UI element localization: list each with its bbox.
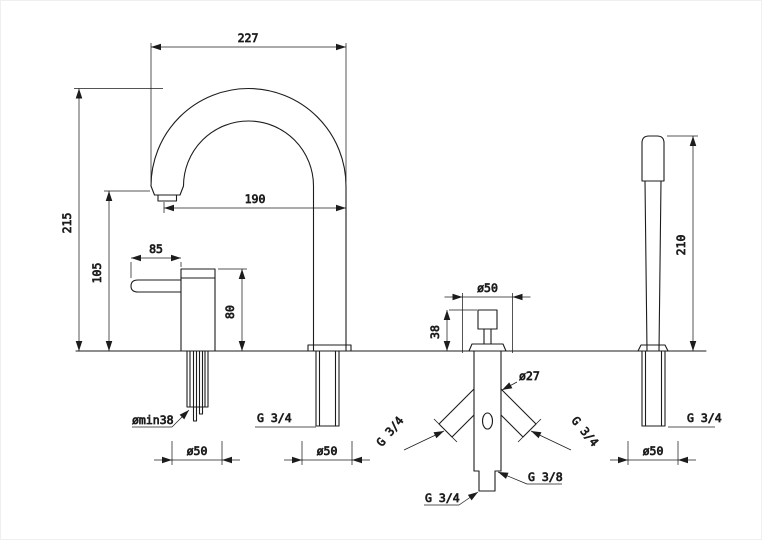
- dim-shower-deck-hole: ø50: [610, 441, 696, 465]
- shower-deck-hole-label: ø50: [643, 444, 664, 458]
- handle-shank: [186, 350, 209, 408]
- handle-min-hole-label: ømin38: [132, 413, 174, 427]
- diverter-knob-height-label: 38: [428, 325, 442, 339]
- fixture-outlines: [75, 87, 707, 492]
- callout-spout-thread: G 3/4: [255, 411, 316, 428]
- dimension-lines: 227 190 215 105 85 8: [60, 31, 722, 506]
- leader-line: [530, 430, 572, 451]
- handle-deck-hole-label: ø50: [187, 444, 208, 458]
- dim-lever-length: 85: [130, 242, 182, 278]
- dim-spout-width-label: 227: [238, 31, 259, 45]
- dim-handle-deck-hole: ø50: [154, 441, 240, 465]
- handle-body: [180, 268, 216, 352]
- dim-spout-reach: 190: [163, 192, 346, 213]
- spout-inner-profile: [179, 120, 315, 352]
- diverter-top-diameter-label: ø50: [477, 281, 498, 295]
- shower-grip: [641, 135, 665, 182]
- diverter-bottom-port-label: G 3/4: [425, 491, 460, 505]
- handle-supply-hoses: [192, 350, 204, 422]
- leader-line: [497, 471, 528, 485]
- diverter-flange: [468, 343, 507, 352]
- spout: [150, 87, 352, 427]
- diverter-left-port-tube: [438, 388, 475, 438]
- diverter-body: [473, 350, 502, 472]
- face-extension-lines: [433, 418, 458, 443]
- spout-aerator: [157, 194, 178, 202]
- diverter-bottom-pipe: [473, 470, 502, 492]
- shower-shank: [641, 350, 666, 427]
- dim-diverter-knob-height: 38: [428, 309, 477, 351]
- spout-base-flange: [307, 344, 352, 352]
- hand-shower: [637, 135, 669, 427]
- diverter-right-port-tube: [500, 388, 537, 438]
- spout-shank-threads: [318, 350, 337, 427]
- dim-spout-height: 215: [60, 88, 163, 351]
- shower-thread-label: G 3/4: [687, 411, 722, 425]
- leader-line: [501, 381, 518, 391]
- callout-shower-thread: G 3/4: [668, 411, 722, 428]
- diverter-stem: [483, 328, 492, 345]
- dim-shower-height: 210: [667, 135, 698, 351]
- diverter-bottom-side-port-label: G 3/8: [528, 470, 563, 484]
- diverter: [438, 309, 537, 492]
- callout-diverter-bottom-side-port: G 3/8: [497, 470, 563, 485]
- dim-lever-length-label: 85: [149, 242, 163, 256]
- shower-height-label: 210: [674, 235, 688, 256]
- handle-shank-threads: [189, 350, 206, 408]
- spout-deck-hole-label: ø50: [317, 444, 338, 458]
- leader-line: [403, 430, 445, 451]
- leader-line: [458, 491, 479, 506]
- dim-diverter-top-diameter: ø50: [444, 281, 531, 353]
- dim-handle-height: 80: [218, 268, 247, 351]
- dim-spout-width: 227: [150, 31, 347, 182]
- shower-shank-threads: [644, 350, 663, 427]
- dim-spout-deck-hole: ø50: [284, 441, 370, 465]
- dim-outlet-height: 105: [90, 190, 150, 351]
- diverter-knob: [477, 309, 498, 330]
- diverter-center-hole: [481, 412, 494, 430]
- callout-diverter-body-diameter: ø27: [501, 369, 540, 391]
- diverter-left-port-label: G 3/4: [373, 414, 406, 450]
- extension-lines: [462, 293, 513, 353]
- callout-handle-min-hole: ømin38: [132, 409, 190, 428]
- diverter-body-diameter-label: ø27: [519, 369, 540, 383]
- dim-handle-height-label: 80: [223, 305, 237, 319]
- handle-lever: [130, 279, 182, 293]
- extension-lines: [130, 262, 182, 278]
- spout-outer-profile: [150, 87, 347, 352]
- shower-flange: [637, 344, 669, 352]
- spout-shank: [315, 350, 340, 427]
- face-extension-lines: [517, 418, 542, 443]
- diverter-right-port-label: G 3/4: [569, 414, 602, 450]
- shower-tube: [644, 180, 662, 352]
- leader-line: [171, 409, 190, 428]
- extension-lines: [150, 43, 347, 182]
- dim-spout-height-label: 215: [60, 213, 74, 234]
- dim-spout-reach-label: 190: [245, 192, 266, 206]
- spout-thread-label: G 3/4: [257, 411, 292, 425]
- lever-handle: [130, 268, 216, 422]
- callout-diverter-bottom-port: G 3/4: [424, 491, 479, 506]
- dim-outlet-height-label: 105: [90, 263, 104, 284]
